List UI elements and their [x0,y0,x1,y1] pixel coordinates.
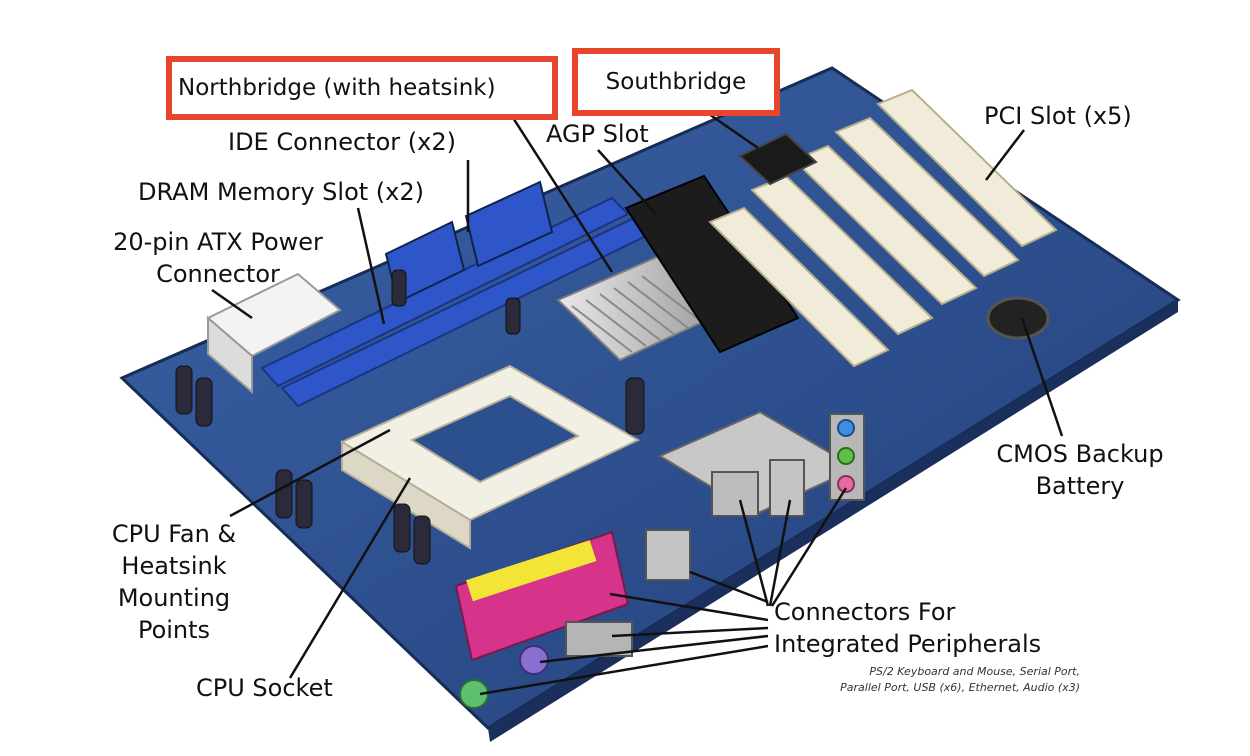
serial-port [565,621,633,657]
ethernet-port [711,471,759,517]
pcb-edge [488,300,1178,742]
southbridge-chip [738,132,818,186]
leader-conn-3 [768,499,792,607]
leader-conn-8 [479,644,769,696]
leader-cpusocket [288,477,412,679]
leader-dram [356,207,386,325]
leader-cpufan [229,428,391,518]
label-cpufan-line4: Points [137,616,211,644]
agp-slot [624,174,800,354]
leader-atx [211,288,253,320]
connectors-note: PS/2 Keyboard and Mouse, Serial Port, Pa… [774,664,1080,696]
audio-jack-blue [837,419,855,437]
label-agp-slot: AGP Slot [546,120,649,148]
label-ide-connector: IDE Connector (x2) [228,128,456,156]
audio-jack-pink [837,475,855,493]
usb-port-2 [645,529,691,581]
label-cpufan-line1: CPU Fan & [111,520,237,548]
ps2-mouse-port [519,645,549,675]
label-cpufan-line3: Mounting [117,584,231,612]
leader-conn-6 [611,626,769,638]
label-connectors-line2: Integrated Peripherals [774,630,1042,658]
label-cpu-fan-mounting: CPU Fan & Heatsink Mounting Points [88,518,260,646]
label-connectors: Connectors For Integrated Peripherals [774,596,1041,660]
label-cpu-socket: CPU Socket [196,674,333,702]
leader-lines [211,109,1064,696]
label-cmos-battery: CMOS Backup Battery [980,438,1180,502]
cmos-battery [986,296,1050,340]
label-pci-slot: PCI Slot (x5) [984,102,1132,130]
label-cpufan-line2: Heatsink [121,552,227,580]
connectors-note-line1: PS/2 Keyboard and Mouse, Serial Port, [869,665,1080,678]
label-atx-power-line1: 20-pin ATX Power [113,228,323,256]
pci-slots [708,88,1058,368]
label-atx-power-line2: Connector [156,260,280,288]
leader-conn-4 [770,487,848,607]
leader-conn-7 [539,634,769,664]
leader-agp [597,149,657,215]
parallel-port-label [466,540,597,602]
label-atx-power: 20-pin ATX Power Connector [96,226,340,290]
label-southbridge: Southbridge [572,48,780,116]
label-cmos-line1: CMOS Backup [996,440,1164,468]
usb-port-1 [769,459,805,517]
label-dram-slot: DRAM Memory Slot (x2) [138,178,424,206]
ide-connector-2 [464,180,554,268]
leader-southbridge [705,110,759,150]
audio-jack-green [837,447,855,465]
leader-conn-2 [738,499,770,607]
capacitors [175,269,645,565]
leader-conn-1 [689,570,769,604]
connectors-note-line2: Parallel Port, USB (x6), Ethernet, Audio… [840,681,1080,694]
label-cmos-line2: Battery [1035,472,1125,500]
leader-conn-5 [609,592,769,622]
ps2-keyboard-port [459,679,489,709]
label-northbridge: Northbridge (with heatsink) [166,56,558,120]
leader-pci [985,129,1025,181]
label-connectors-line1: Connectors For [774,598,956,626]
leader-northbridge [506,109,614,273]
leader-cmos [1020,317,1064,437]
